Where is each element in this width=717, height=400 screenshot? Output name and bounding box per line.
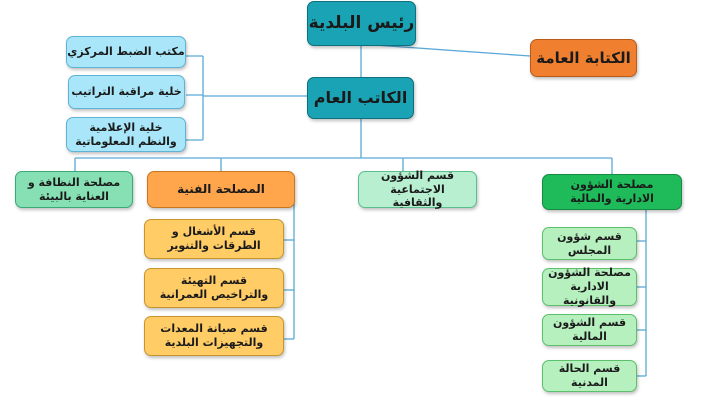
secretary-general-label: الكاتب العام	[313, 88, 408, 107]
tech-unit-label: قسم التهيئة والتراخيص العمرانية	[159, 274, 269, 301]
mayor-label: رئيس البلدية	[308, 12, 415, 33]
tech-unit-label: قسم صيانة المعدات والتجهيزات البلدية	[160, 322, 268, 349]
dept-social-cultural: قسم الشؤون الاجتماعية والثقافية	[358, 168, 477, 210]
dept-label: مصلحة النظافة و العناية بالبيئة	[27, 175, 121, 203]
tech-unit-maintenance: قسم صيانة المعدات والتجهيزات البلدية	[144, 316, 284, 356]
admin-unit-council: قسم شؤون المجلس	[542, 227, 637, 260]
secretariat-label: الكتابة العامة	[536, 48, 631, 67]
dept-label: قسم الشؤون الاجتماعية والثقافية	[380, 168, 455, 210]
sg-unit-regulations: خلية مراقبة التراتيب	[68, 75, 185, 109]
sg-unit-it: خلية الإعلامية والنظم المعلوماتية	[66, 117, 186, 152]
admin-unit-finance: قسم الشؤون المالية	[542, 314, 637, 346]
sg-unit-label: خلية الإعلامية والنظم المعلوماتية	[75, 120, 177, 148]
sg-unit-label: خلية مراقبة التراتيب	[71, 85, 182, 99]
connector-lines	[74, 43, 647, 377]
dept-cleanliness: مصلحة النظافة و العناية بالبيئة	[15, 171, 133, 208]
secretariat-box: الكتابة العامة	[530, 39, 637, 77]
sg-unit-central-office: مكتب الضبط المركزي	[66, 36, 186, 68]
admin-unit-label: مصلحة الشؤون الادارية والقانونية	[548, 266, 631, 307]
dept-admin-financial: مصلحة الشؤون الادارية والمالية	[542, 174, 682, 210]
admin-unit-label: قسم شؤون المجلس	[557, 229, 622, 257]
admin-unit-civil-status: قسم الحالة المدنية	[542, 360, 637, 392]
dept-technical: المصلحة الفنية	[147, 171, 295, 208]
tech-unit-planning: قسم التهيئة والتراخيص العمرانية	[144, 268, 284, 308]
mayor-box: رئيس البلدية	[307, 1, 416, 46]
sg-unit-label: مكتب الضبط المركزي	[67, 45, 185, 59]
admin-unit-legal: مصلحة الشؤون الادارية والقانونية	[542, 266, 637, 307]
dept-label: المصلحة الفنية	[177, 182, 265, 196]
tech-unit-label: قسم الأشغال و الطرقات والتنوير	[167, 225, 261, 252]
admin-unit-label: قسم الشؤون المالية	[552, 316, 627, 343]
secretary-general-box: الكاتب العام	[307, 77, 414, 119]
dept-label: مصلحة الشؤون الادارية والمالية	[570, 178, 654, 205]
tech-unit-works-roads: قسم الأشغال و الطرقات والتنوير	[144, 219, 284, 259]
admin-unit-label: قسم الحالة المدنية	[558, 362, 621, 389]
